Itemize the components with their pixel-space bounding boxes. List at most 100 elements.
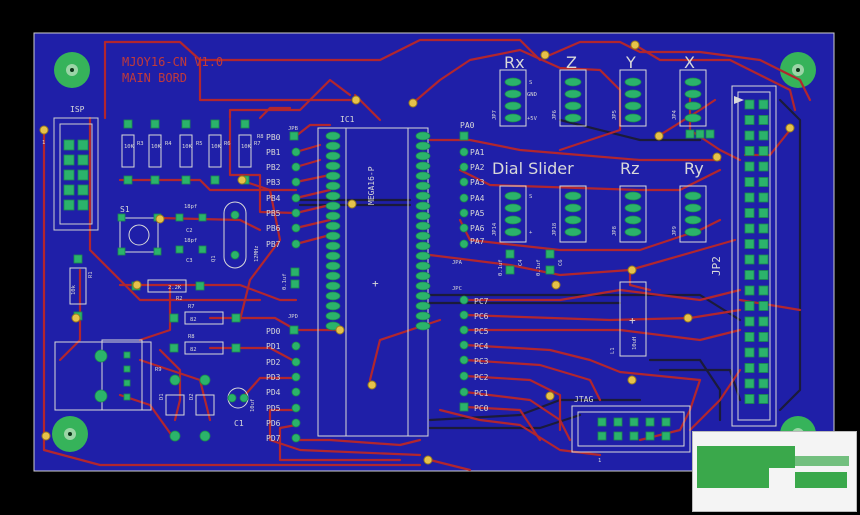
jp2-pad	[744, 301, 755, 311]
isp-pin1-label: 1	[42, 140, 45, 146]
dial-slider-label: Dial Slider	[492, 159, 574, 178]
crystal-q1: Q1 12MHz	[211, 201, 260, 269]
jtag-pin1-label: 1	[598, 458, 601, 464]
ic1-part: MEGA16-P	[367, 166, 376, 205]
svg-text:18pf: 18pf	[184, 238, 197, 244]
usb-connector: R9	[54, 339, 162, 411]
bottom-traces	[298, 98, 802, 430]
svg-text:Q1: Q1	[211, 255, 217, 262]
capacitor-c2: 18pf C2	[175, 204, 207, 234]
r5-value: 10K	[182, 144, 193, 150]
jp2-pad	[744, 223, 755, 234]
jp2-pad	[758, 270, 769, 280]
rx-pin-s: S	[529, 80, 532, 86]
svg-text:0.1uf: 0.1uf	[498, 259, 504, 276]
jtag-header: JTAG 1	[571, 395, 691, 464]
axis-headers-top: Rx Z Y X S GND +5V JP7 JP6 JP5 JP4	[492, 53, 715, 139]
jp2-pad	[758, 146, 769, 156]
ic1-label: IC1	[340, 115, 355, 124]
resistor-r7: 82 R7	[169, 304, 241, 325]
r3-value: 10K	[124, 144, 135, 150]
jp2-pad	[744, 254, 755, 265]
ic1-mega16: IC1 MEGA16-P +	[317, 115, 431, 437]
svg-text:C2: C2	[186, 228, 193, 234]
pin-pa2: PA2	[470, 163, 485, 172]
capacitor-c6: 0.1uf C6	[536, 249, 564, 276]
dial-pin-plus: +	[529, 230, 533, 236]
r7-value: 10K	[241, 144, 252, 150]
jp2-pad	[758, 208, 769, 218]
pin-pb1: PB1	[266, 148, 281, 157]
pin-pc5: PC5	[474, 327, 489, 336]
capacitor-c4: 0.1uf C4	[498, 249, 524, 276]
pin-pd2: PD2	[266, 358, 281, 367]
diode-d2: D2	[189, 374, 215, 442]
jpb-label: JPB	[288, 126, 299, 132]
jp2-pad	[744, 378, 755, 389]
pin-pd5: PD5	[266, 404, 281, 413]
jp2-pad	[744, 270, 755, 280]
jp2-pad	[758, 99, 769, 110]
pin-pb6: PB6	[266, 224, 281, 233]
pin-pb4: PB4	[266, 194, 281, 203]
svg-text:L1: L1	[610, 347, 616, 354]
pin-pc3: PC3	[474, 357, 489, 366]
jp14-label: JP14	[492, 222, 498, 236]
jp2-pad	[744, 130, 755, 141]
port-c: JPC PC7 PC6 PC5 PC4 PC3 PC2 PC1 PC0	[452, 286, 489, 413]
capacitor-c5: 0.1uf	[282, 267, 300, 290]
mounting-hole-top-left	[54, 52, 90, 88]
vias	[39, 40, 795, 465]
r3-label: R3	[137, 141, 144, 147]
pin-pc2: PC2	[474, 373, 489, 382]
jp4-label: JP4	[672, 109, 678, 120]
jp2-pad	[758, 301, 769, 311]
r4-label: R4	[165, 141, 172, 147]
logo-block-left	[697, 446, 769, 488]
pin-pa5: PA5	[470, 209, 485, 218]
jp2-pad	[758, 192, 769, 203]
jp2-pad	[744, 192, 755, 203]
pin-pa7: PA7	[470, 237, 485, 246]
svg-text:2.2K: 2.2K	[168, 285, 182, 291]
svg-text:82: 82	[190, 347, 197, 353]
r7-top-label: R7	[254, 141, 261, 147]
jtag-label: JTAG	[574, 395, 593, 404]
svg-text:D2: D2	[189, 393, 195, 400]
svg-text:S1: S1	[120, 205, 130, 214]
pin-pd4: PD4	[266, 388, 281, 397]
resistor-bank-top: R3 R4 R5 R6 R7 R8 10K 10K 10K 10K 10K	[121, 119, 264, 185]
jp2-pad	[744, 285, 755, 296]
logo-overlay	[692, 431, 857, 512]
jpc-label: JPC	[452, 286, 462, 292]
svg-text:R9: R9	[155, 367, 162, 373]
jp2-pad	[758, 177, 769, 187]
pin-pb2: PB2	[266, 163, 281, 172]
svg-text:C6: C6	[558, 259, 564, 266]
pin-pc7: PC7	[474, 297, 489, 306]
jp2-pad	[744, 347, 755, 358]
logo-block-right	[795, 472, 847, 488]
r5-label: R5	[196, 141, 203, 147]
resistor-r8: 82 R8	[169, 334, 241, 355]
axis-x-label: X	[684, 53, 695, 72]
r6-label: R6	[224, 141, 231, 147]
pin-pb0: PB0	[266, 133, 281, 142]
board-subtitle: MAIN BORD	[122, 71, 187, 85]
jpd-label: JPD	[288, 314, 298, 320]
mounting-hole-bottom-left	[52, 416, 88, 452]
pin-pb5: PB5	[266, 209, 281, 218]
jp2-pad	[744, 161, 755, 172]
svg-text:+: +	[372, 277, 379, 290]
pin-pa6: PA6	[470, 224, 485, 233]
jp18-label: JP18	[552, 223, 558, 236]
jp2-pad	[758, 161, 769, 172]
port-d: JPD PD0 PD1 PD2 PD3 PD4 PD5 PD6 PD7	[266, 314, 301, 443]
pin-pc0: PC0	[474, 404, 489, 413]
jp2-pad	[744, 146, 755, 156]
jp2-pad	[758, 254, 769, 265]
jp2-pad	[744, 316, 755, 327]
axis-y-label: Y	[625, 53, 636, 72]
svg-text:+: +	[629, 314, 636, 327]
